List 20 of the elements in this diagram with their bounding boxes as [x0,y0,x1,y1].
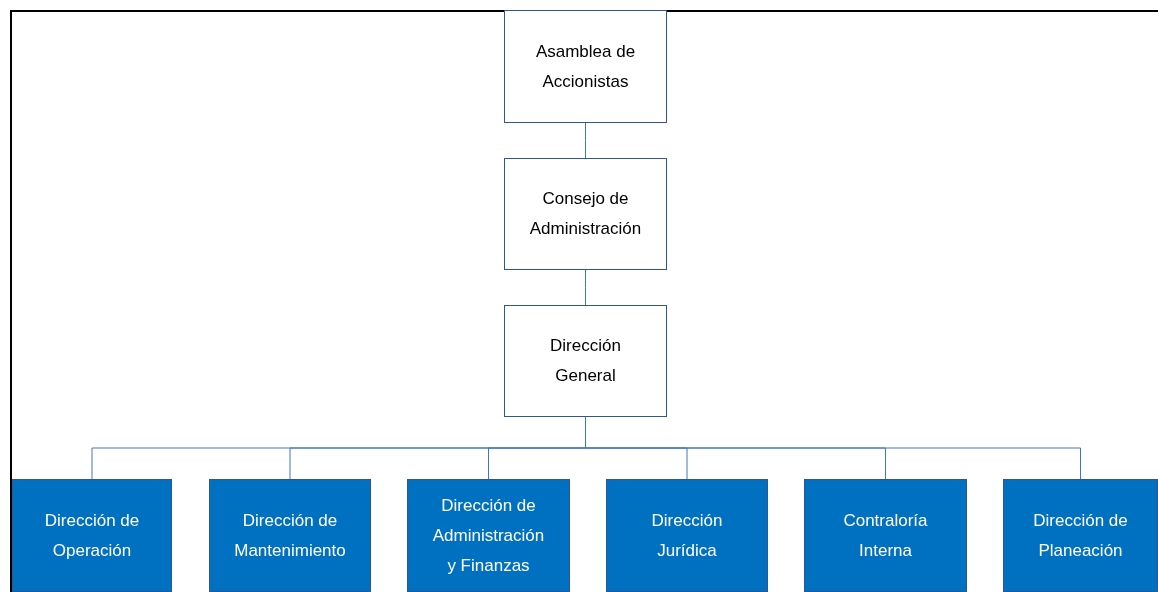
department-box [1003,479,1158,592]
org-box [504,305,667,417]
box-label: Dirección Jurídica [650,509,724,562]
department-box [209,479,371,592]
department-box [407,479,570,592]
box-label: Contraloría Interna [842,509,929,562]
department-box [804,479,967,592]
box-label: Dirección de Planeación [1032,509,1129,562]
department-box [12,479,172,592]
box-label: Asamblea de Accionistas [534,40,637,93]
box-label: Consejo de Administración [528,188,643,240]
connector-line [585,122,586,159]
connector-line [585,269,586,306]
box-label: Dirección de Mantenimiento [233,509,347,562]
department-box [606,479,768,592]
box-label: Dirección General [549,335,622,387]
org-box [504,10,667,123]
org-box [504,158,667,270]
box-label: Dirección de Administración y Finanzas [431,494,546,577]
box-label: Dirección de Operación [43,509,141,562]
